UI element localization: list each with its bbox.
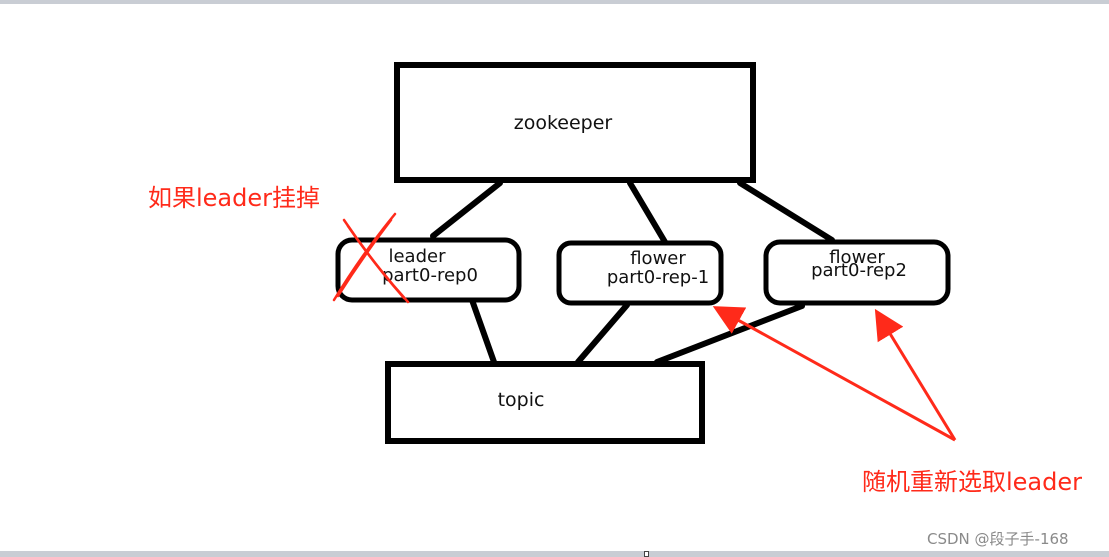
reelect-annotation: 随机重新选取leader: [862, 468, 1083, 496]
edge-zookeeper-leader: [430, 180, 503, 239]
leader-role-label: leader: [388, 246, 446, 267]
follower2-replica-label: part0-rep2: [811, 260, 907, 281]
topic-box: [385, 361, 705, 444]
topic-node: topic: [385, 361, 705, 444]
window-top-border: [0, 0, 1109, 4]
connector-lines: [430, 180, 835, 365]
follower2-role-label: flower: [829, 247, 885, 268]
zookeeper-box: [394, 62, 756, 183]
follower2-node: flower part0-rep2: [763, 239, 951, 306]
follower1-replica-label: part0-rep-1: [607, 267, 709, 288]
edge-zookeeper-follower1: [627, 180, 668, 245]
topic-label: topic: [498, 389, 545, 411]
scroll-handle-icon: [644, 551, 649, 557]
leader-replica-label: part0-rep0: [382, 265, 478, 286]
window-bottom-border: [0, 551, 1109, 557]
edge-zookeeper-follower2: [737, 180, 835, 243]
zookeeper-label: zookeeper: [514, 112, 613, 134]
edge-follower2-topic: [654, 303, 805, 365]
csdn-watermark: CSDN @段子手-168: [927, 530, 1069, 548]
leader-node: leader part0-rep0: [335, 237, 522, 303]
cross-mark-icon: [332, 212, 410, 304]
leader-down-annotation: 如果leader挂掉: [148, 184, 321, 212]
follower1-node: flower part0-rep-1: [556, 240, 724, 306]
edge-leader-topic: [469, 297, 497, 365]
cross-stroke-2b: [336, 218, 393, 298]
follower2-box: [763, 239, 951, 306]
cross-stroke-1b: [346, 224, 406, 300]
zookeeper-node: zookeeper: [394, 62, 756, 183]
follower1-role-label: flower: [630, 248, 686, 269]
arrow-to-follower2-icon: [874, 308, 957, 441]
reelect-arrows: [712, 306, 957, 442]
follower1-box: [556, 240, 724, 306]
arrow-to-follower1-icon: [712, 306, 956, 442]
leader-box: [335, 237, 522, 303]
edge-follower1-topic: [575, 302, 630, 365]
